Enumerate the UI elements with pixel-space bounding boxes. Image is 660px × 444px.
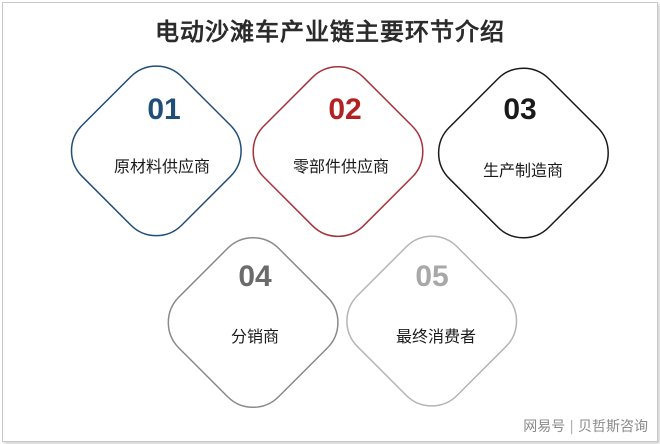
- node-number: 03: [503, 93, 536, 126]
- source-watermark: 网易号|贝哲斯咨询: [523, 416, 648, 436]
- node-label: 最终消费者: [396, 327, 476, 346]
- node-manufacturer: 03 生产制造商: [437, 67, 609, 239]
- node-label: 零部件供应商: [293, 157, 389, 176]
- watermark-source: 网易号: [523, 419, 566, 435]
- node-number: 05: [415, 260, 448, 293]
- node-distributor: 04 分销商: [167, 236, 339, 409]
- node-raw-material-supplier: 01 原材料供应商: [70, 65, 242, 237]
- watermark-separator: |: [569, 419, 574, 435]
- watermark-author: 贝哲斯咨询: [578, 419, 648, 435]
- node-label: 生产制造商: [483, 161, 563, 180]
- node-number: 01: [147, 93, 180, 126]
- node-end-consumer: 05 最终消费者: [346, 235, 518, 407]
- diagram-title: 电动沙滩车产业链主要环节介绍: [155, 17, 505, 46]
- node-number: 04: [238, 260, 272, 293]
- node-number: 02: [328, 93, 361, 126]
- node-component-supplier: 02 零部件供应商: [252, 66, 424, 238]
- node-label: 原材料供应商: [114, 157, 210, 176]
- node-label: 分销商: [231, 327, 279, 346]
